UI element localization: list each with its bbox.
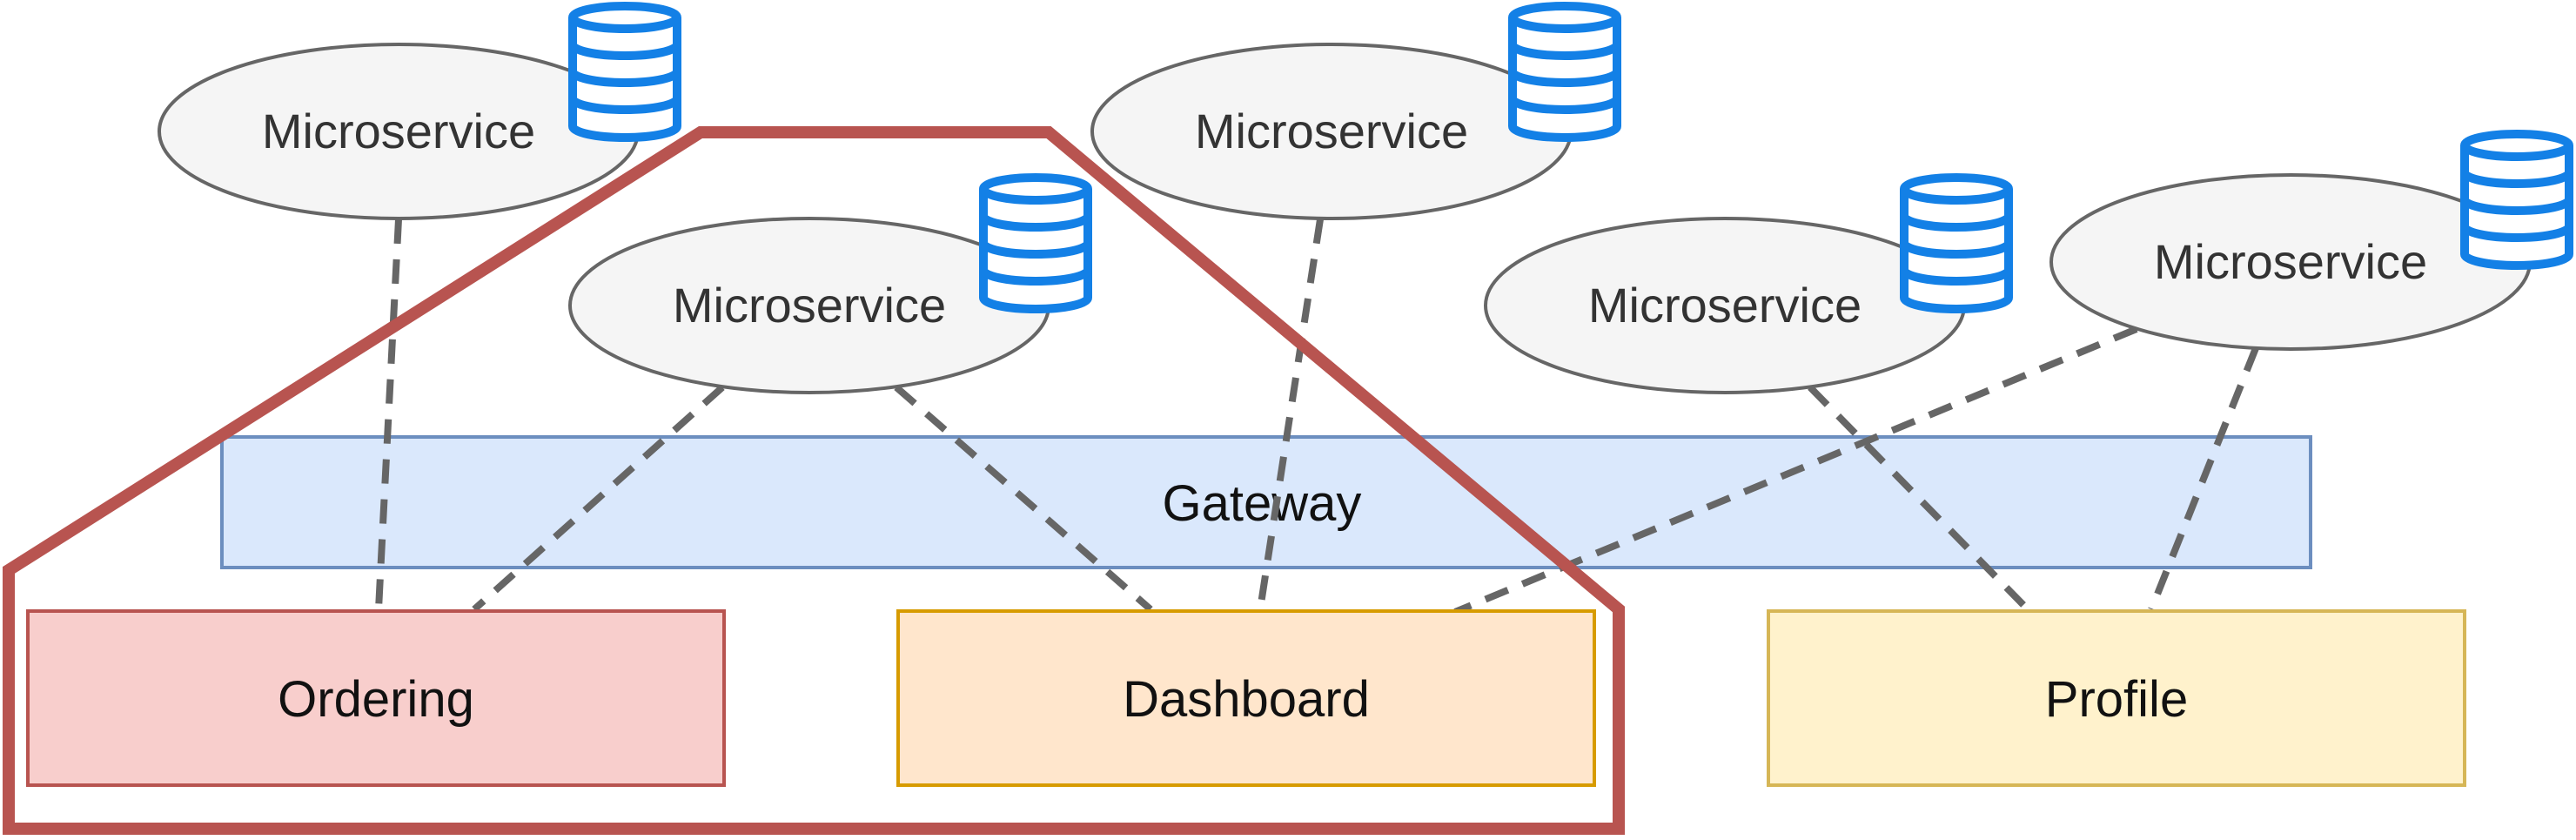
connector-ms2-ordering	[472, 385, 725, 612]
connector-ms5-profile	[2148, 346, 2259, 611]
microservice-2: Microservice	[568, 178, 1088, 394]
ordering-label: Ordering	[278, 671, 474, 728]
ownership-boundary	[3, 126, 1625, 835]
gateway-label: Gateway	[1163, 475, 1362, 532]
database-icon	[1513, 6, 1617, 138]
microservice-label: Microservice	[673, 278, 946, 333]
profile-box: Profile	[1767, 609, 2466, 787]
database-icon	[1904, 178, 2009, 309]
connector-ms4-profile	[1808, 385, 2030, 612]
database-icon	[983, 178, 1088, 309]
microservice-label: Microservice	[262, 104, 535, 158]
profile-label: Profile	[2045, 671, 2188, 728]
microservice-label: Microservice	[1195, 104, 1468, 158]
connector-ms3-dashboard	[1257, 218, 1324, 610]
microservice-4: Microservice	[1484, 178, 2009, 394]
dashboard-label: Dashboard	[1123, 671, 1370, 728]
microservice-label: Microservice	[2154, 234, 2427, 289]
dashboard-box: Dashboard	[896, 609, 1596, 787]
database-icon	[573, 6, 677, 138]
database-icon	[2465, 134, 2569, 265]
microservice-3: Microservice	[1090, 6, 1617, 220]
gateway: Gateway	[220, 435, 2312, 569]
microservice-1: Microservice	[158, 6, 677, 220]
connectors	[375, 218, 2259, 615]
connector-ms2-dashboard	[894, 384, 1153, 613]
ordering-box: Ordering	[26, 609, 726, 787]
microservice-label: Microservice	[1588, 278, 1862, 333]
microservice-5: Microservice	[2049, 134, 2569, 351]
connector-ms1-ordering	[375, 218, 402, 610]
